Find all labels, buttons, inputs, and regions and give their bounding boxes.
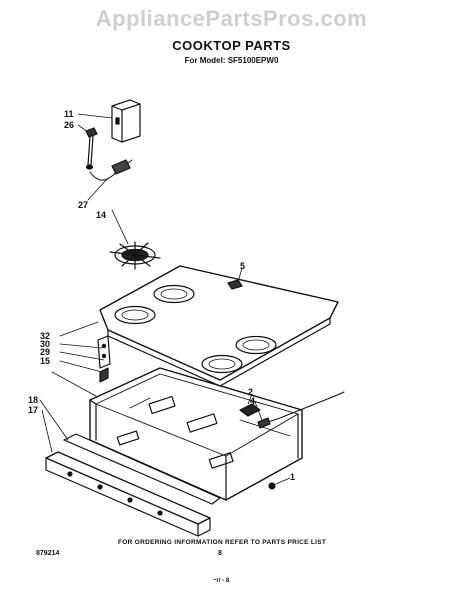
- clip-part: [227, 279, 243, 290]
- part-label-18: 18: [28, 395, 39, 405]
- footer-mark: ~r/ - 8: [213, 578, 230, 584]
- part-label-27: 27: [78, 200, 89, 210]
- igniter-wire-part: [89, 159, 133, 181]
- page-number: 8: [218, 550, 222, 557]
- leader-lines: [39, 113, 291, 485]
- valve-knob-part: [85, 127, 98, 170]
- part-label-1: 1: [290, 472, 296, 482]
- cooktop-top-panel: [99, 265, 339, 387]
- control-panel-strip: [45, 451, 211, 537]
- part-label-14: 14: [96, 210, 107, 220]
- infinite-switch-part: [111, 99, 141, 143]
- part-label-17: 17: [28, 405, 39, 415]
- model-subtitle: For Model: SF5100EPW0: [184, 56, 279, 65]
- part-label-5: 5: [240, 261, 246, 271]
- part-label-2: 2: [248, 387, 254, 397]
- page-title: COOKTOP PARTS: [172, 38, 291, 53]
- part-label-11: 11: [64, 109, 74, 119]
- part-label-15: 15: [40, 356, 51, 366]
- spark-module-part: [239, 391, 345, 429]
- burner-grate-part: [109, 241, 161, 270]
- part-label-26: 26: [64, 120, 75, 130]
- watermark-text: AppliancePartsPros.com: [95, 6, 368, 31]
- ordering-note: FOR ORDERING INFORMATION REFER TO PARTS …: [118, 539, 327, 546]
- part-label-29: 29: [40, 347, 51, 357]
- manifold-rail: [63, 433, 221, 505]
- part-label-32: 32: [40, 331, 51, 341]
- bracket-part: [97, 335, 111, 383]
- part-label-30: 30: [40, 339, 51, 349]
- screw-part: [268, 482, 276, 490]
- part-label-4: 4: [250, 396, 256, 406]
- diagram-code: 879214: [36, 550, 60, 557]
